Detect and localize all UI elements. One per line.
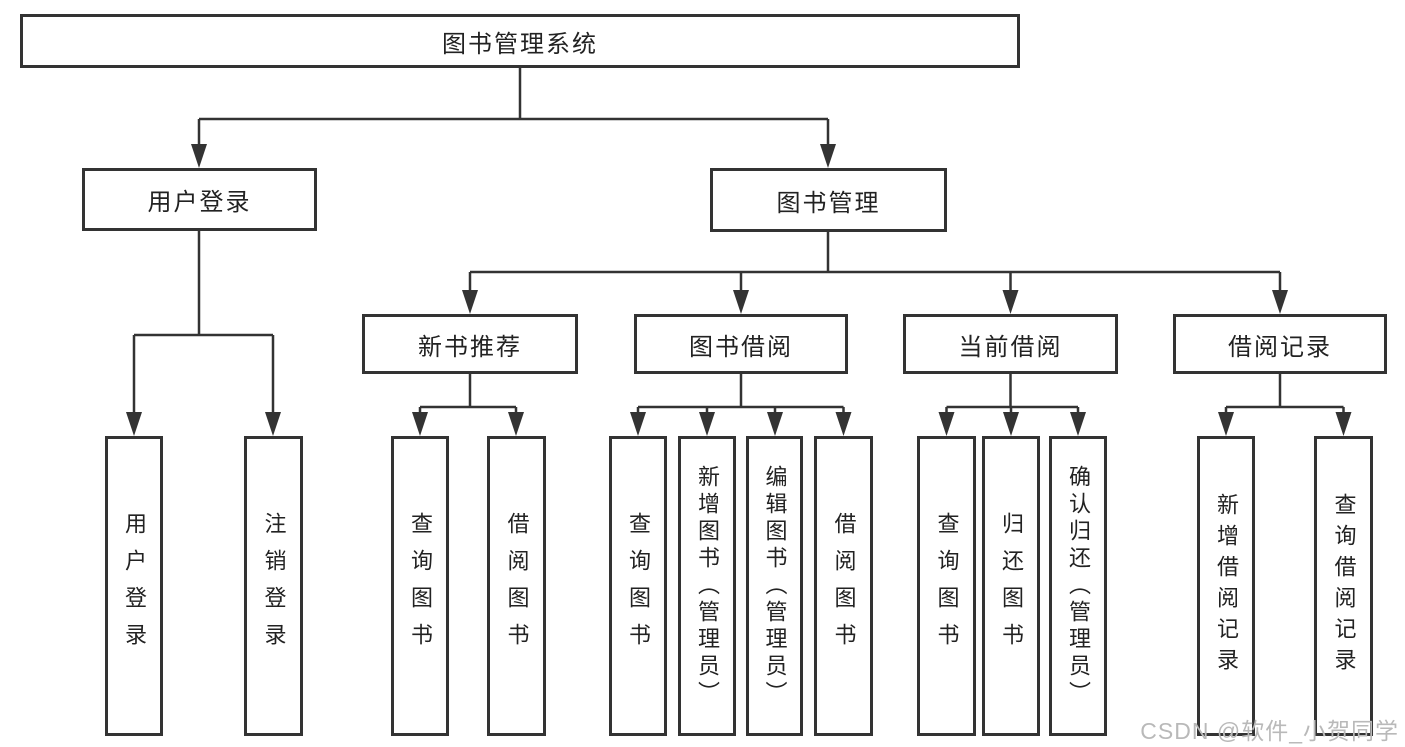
node-label: 当前借阅 [958, 333, 1063, 361]
node-label: 归还图书 [999, 512, 1024, 660]
node-label: 查询借阅记录 [1331, 493, 1357, 679]
node-label: 查询图书 [626, 512, 651, 660]
node-label: 借阅记录 [1228, 333, 1332, 361]
node-label: 借阅图书 [831, 512, 857, 660]
node-borrow-records: 借阅记录 [1173, 314, 1387, 374]
node-label: 新书推荐 [418, 333, 522, 361]
leaf-logout: 注销登录 [244, 436, 303, 736]
node-label: 注销登录 [261, 512, 287, 660]
leaf-borrow-books: 借阅图书 [814, 436, 873, 736]
node-label: 图书管理系统 [442, 30, 598, 58]
node-label: 新增图书（管理员） [695, 464, 720, 708]
node-label: 借阅图书 [504, 512, 530, 660]
leaf-query-books-borrow: 查询图书 [609, 436, 667, 736]
node-book-management: 图书管理 [710, 168, 947, 232]
node-label: 新增借阅记录 [1214, 493, 1239, 679]
node-book-borrow: 图书借阅 [634, 314, 848, 374]
node-label: 确认归还（管理员） [1066, 464, 1091, 708]
node-label: 编辑图书（管理员） [762, 464, 788, 708]
node-label: 查询图书 [934, 512, 960, 660]
node-label: 图书借阅 [689, 333, 793, 361]
node-label: 用户登录 [147, 189, 252, 216]
node-label: 查询图书 [408, 512, 433, 660]
leaf-query-books-recommend: 查询图书 [391, 436, 449, 736]
leaf-add-book-admin: 新增图书（管理员） [678, 436, 736, 736]
leaf-add-borrow-record: 新增借阅记录 [1197, 436, 1255, 736]
node-user-login: 用户登录 [82, 168, 317, 231]
node-new-book-recommend: 新书推荐 [362, 314, 578, 374]
leaf-edit-book-admin: 编辑图书（管理员） [746, 436, 803, 736]
node-library-management-system: 图书管理系统 [20, 14, 1020, 68]
node-label: 用户登录 [122, 512, 147, 660]
csdn-watermark: CSDN @软件_小贺同学 [1140, 718, 1399, 744]
leaf-query-books-current: 查询图书 [917, 436, 976, 736]
node-label: 图书管理 [776, 189, 881, 217]
leaf-return-books: 归还图书 [982, 436, 1040, 736]
leaf-confirm-return-admin: 确认归还（管理员） [1049, 436, 1107, 736]
leaf-borrow-books-recommend: 借阅图书 [487, 436, 546, 736]
node-current-borrow: 当前借阅 [903, 314, 1118, 374]
leaf-user-login: 用户登录 [105, 436, 163, 736]
leaf-query-borrow-record: 查询借阅记录 [1314, 436, 1373, 736]
